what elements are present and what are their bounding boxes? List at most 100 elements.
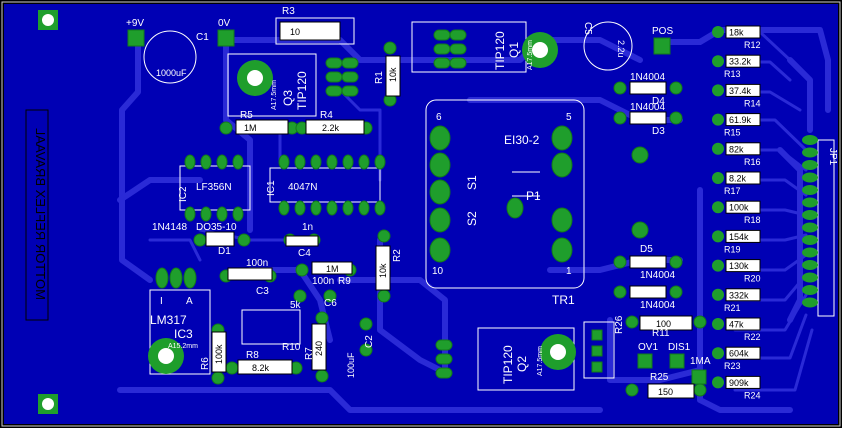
mirrored-board-title: MOTTOR REFLEX BRAVAAL (33, 128, 48, 300)
jp1-pad (802, 172, 818, 183)
jp1-pad (802, 185, 818, 195)
r5-label: R5 (240, 110, 253, 121)
d-part-bottom: 1N4004 (640, 300, 675, 311)
ladder-resistor-label: R21 (724, 303, 741, 313)
ladder-pad (712, 26, 724, 38)
jp1-pad (802, 285, 818, 295)
connector-9v-label: +9V (126, 18, 144, 29)
ic3-part: LM317 (150, 313, 187, 327)
ladder-pad (712, 230, 724, 243)
r10-value: 5k (290, 300, 302, 311)
jp1-pad (802, 297, 818, 308)
ic1-label: IC1 (266, 180, 277, 196)
c5-label: C5 (582, 22, 593, 35)
jp1-pad (802, 222, 818, 233)
ladder-resistor-label: R19 (724, 244, 741, 254)
tr1-s1: S1 (465, 175, 479, 190)
ladder-value-box (725, 229, 761, 243)
ic2-part: LF356N (196, 182, 232, 193)
ladder-resistor-label: R24 (744, 390, 761, 400)
ladder-resistor-value: 33.2k (729, 57, 752, 67)
r25-value: 150 (658, 387, 673, 397)
jp1-pad (802, 235, 818, 245)
tr1-p1: P1 (526, 189, 541, 203)
connector-dis1-label: DIS1 (668, 342, 691, 353)
d5-label: D5 (640, 244, 653, 255)
ladder-resistor-label: R12 (744, 40, 761, 50)
c6-label: C6 (324, 298, 337, 309)
ladder-value-box (725, 171, 761, 185)
r8-value: 8.2k (252, 363, 270, 373)
r4-label: R4 (320, 110, 333, 121)
ladder-resistor-value: 100k (729, 203, 749, 213)
jp1-pad (802, 197, 818, 208)
r7-value: 240 (314, 341, 324, 356)
r9-label: R9 (338, 276, 351, 287)
silkscreen-outlines (143, 17, 835, 391)
ladder-resistor-label: R23 (724, 361, 741, 371)
c6-value: 100n (312, 276, 334, 287)
ladder-resistor-value: 47k (729, 320, 744, 330)
r10-label: R10 (282, 342, 301, 353)
ladder-resistor-label: R22 (744, 332, 761, 342)
r1-label: R1 (374, 71, 385, 84)
jp1-pad (802, 272, 818, 283)
tr1-label: TR1 (552, 293, 575, 307)
ladder-pad (712, 142, 724, 155)
ladder-pad (712, 318, 724, 330)
ic3-pin-i: I (160, 296, 163, 307)
value-boxes (205, 21, 695, 399)
ladder-pad (712, 376, 724, 389)
ladder-value-box (725, 54, 761, 68)
ladder-resistor-value: 8.2k (729, 174, 747, 184)
c1-label: C1 (196, 32, 209, 43)
r7-label: R7 (304, 347, 315, 360)
silk-labels: +9V 0V POS OV1 DIS1 1MA JP1 C1 1000uF C5… (126, 6, 838, 384)
ladder-resistor-value: 18k (729, 28, 744, 38)
ladder-resistor-value: 604k (729, 349, 749, 359)
r3-value: 10 (290, 27, 300, 37)
ladder-pad (712, 84, 724, 97)
ladder-pad (712, 172, 724, 184)
q1-part: TIP120 (493, 31, 507, 70)
c1-value: 1000uF (156, 68, 187, 78)
mounting-holes (38, 10, 58, 414)
r6-label: R6 (200, 357, 211, 370)
ladder-pad (712, 288, 724, 301)
r4-value: 2.2k (322, 123, 340, 133)
ladder-resistor-value: 130k (729, 261, 749, 271)
r6-value: 100k (214, 344, 224, 364)
c4-value: 1n (302, 222, 313, 233)
c2-label: C2 (364, 335, 375, 348)
d-part-top: 1N4004 (630, 72, 665, 83)
ladder-resistor-label: R15 (724, 128, 741, 138)
jp1-pad (802, 210, 818, 220)
jp1-pad (802, 160, 818, 170)
q3-label: Q3 (281, 90, 295, 106)
ladder-resistor-label: R14 (744, 98, 761, 108)
tr1-s2: S2 (465, 211, 479, 226)
c2-value: 100uF (346, 352, 356, 378)
q1-heatsink: A17.5mm (527, 40, 534, 70)
ladder-pad (712, 113, 724, 126)
ladder-resistor-value: 154k (729, 232, 749, 242)
q2-part: TIP120 (501, 345, 515, 384)
q1-label: Q1 (507, 42, 521, 58)
ic3-pin-a: A (186, 296, 193, 307)
r11-label: R11 (652, 328, 670, 339)
r11-value: 100 (656, 319, 671, 329)
ladder-pad (712, 55, 724, 68)
ladder-pad (712, 347, 724, 360)
resistor-ladder: 18kR1233.2kR1337.4kR1461.9kR1582kR168.2k… (724, 25, 761, 400)
ladder-pad (712, 201, 724, 214)
q2-label: Q2 (515, 356, 529, 372)
r2-value: 10k (378, 263, 388, 278)
tr1-pin6: 6 (436, 112, 442, 123)
q3-heatsink: A17.5mm (271, 80, 278, 110)
c3-label: C3 (256, 286, 269, 297)
d-part-mid: 1N4004 (630, 102, 665, 113)
ic1-part: 4047N (288, 182, 317, 193)
d1-part: 1N4148 (152, 222, 187, 233)
c5-value: 2.2u (616, 40, 626, 58)
